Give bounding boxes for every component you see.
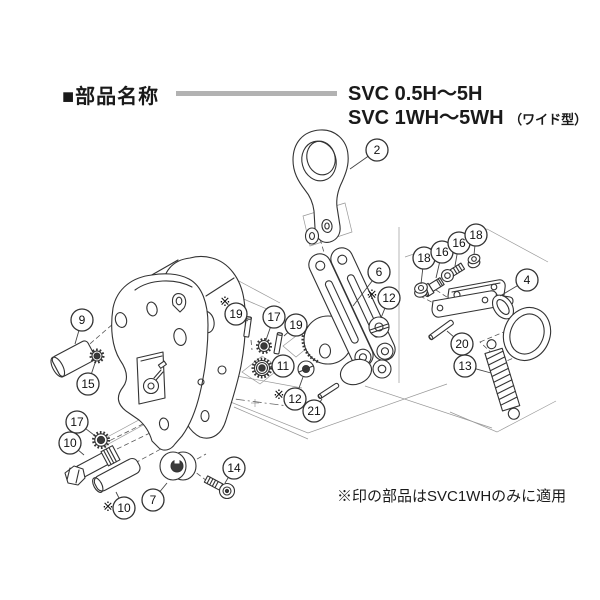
callout-21: 21 [302,398,326,423]
pin-19b-drawing [273,332,283,355]
body-front-plate-drawing [111,259,235,451]
washer-12-center-drawing [297,360,315,378]
ring-drawing [491,294,552,362]
svg-text:17: 17 [267,310,281,324]
pin-10-starred-drawing [92,457,141,493]
spring-drawing [484,339,521,420]
shackle-drawing [292,129,349,245]
model-range-2-note: （ワイド型） [509,112,588,127]
nut-17-lower-drawing [92,431,110,449]
callout-20: 20 [446,330,474,356]
svg-text:14: 14 [227,461,241,475]
nut-15-drawing [89,348,105,364]
screw-16b-drawing [440,262,466,283]
footnote-text: ※印の部品はSVC1WHのみに適用 [337,488,567,505]
callout-17: 17 [262,305,286,341]
pin-20-drawing [428,319,454,341]
svg-text:※: ※ [220,294,231,309]
callout-9: 9 [70,308,94,345]
svg-text:※: ※ [103,499,114,514]
nut-17-center-drawing [256,338,272,354]
svg-text:9: 9 [79,313,86,327]
callout-6: 6 [352,260,391,307]
svg-text:15: 15 [81,377,95,391]
section-title-text: 部品名称 [75,86,160,108]
callout-15: 15 [76,362,100,396]
callout-10: 10 [58,431,85,456]
svg-text:18: 18 [417,251,431,265]
svg-text:19: 19 [289,318,303,332]
callout-7: 7 [141,482,168,512]
callout-14: 14 [222,456,246,484]
callout-11: 11 [271,354,295,378]
bolt-10-drawing [64,445,121,486]
svg-text:16: 16 [452,236,466,250]
svg-text:4: 4 [524,273,531,287]
washer-12-right-drawing [368,316,390,338]
nut-11-drawing [251,357,273,379]
svg-text:19: 19 [229,307,243,321]
svg-text:11: 11 [277,359,290,373]
svg-text:7: 7 [150,493,157,507]
callout-18: 18 [412,246,436,285]
section-title: ■部品名称 [62,80,159,109]
svg-text:2: 2 [374,143,381,157]
svg-text:10: 10 [63,436,77,450]
roller-7-drawing [159,451,197,481]
callout-4: 4 [499,268,539,297]
section-marker: ■ [62,86,76,108]
model-range-2: SVC 1WH〜5WH （ワイド型） [348,107,588,129]
callout-19: 19 [283,313,308,337]
model-range-1: SVC 0.5H〜5H [348,83,483,105]
svg-text:20: 20 [455,337,469,351]
callout-13: 13 [453,354,492,378]
pin-21-drawing [317,382,340,400]
svg-text:6: 6 [376,265,383,279]
svg-text:10: 10 [117,501,131,515]
pin-9-drawing [50,340,96,378]
divider-bar [176,91,337,96]
svg-text:16: 16 [435,245,449,259]
callout-2: 2 [349,138,389,170]
svg-text:13: 13 [458,359,472,373]
svg-text:12: 12 [382,291,396,305]
svg-text:※: ※ [367,287,378,302]
callout-12-starred: 12 ※ [367,286,401,319]
callout-10-starred: 10※ [103,491,136,520]
svg-text:※: ※ [274,387,285,402]
screw-14-drawing [203,475,236,500]
callout-12-starred: 12※ [274,376,307,411]
callout-19-starred: 19※ [220,294,249,326]
svg-text:17: 17 [70,415,84,429]
callout-17: 17 [65,410,95,436]
svg-text:18: 18 [469,228,483,242]
nut-18a-drawing [414,282,428,298]
nut-18b-drawing [467,253,481,269]
svg-text:12: 12 [288,392,302,406]
svg-text:21: 21 [307,404,321,418]
callout-18: 18 [464,223,488,256]
